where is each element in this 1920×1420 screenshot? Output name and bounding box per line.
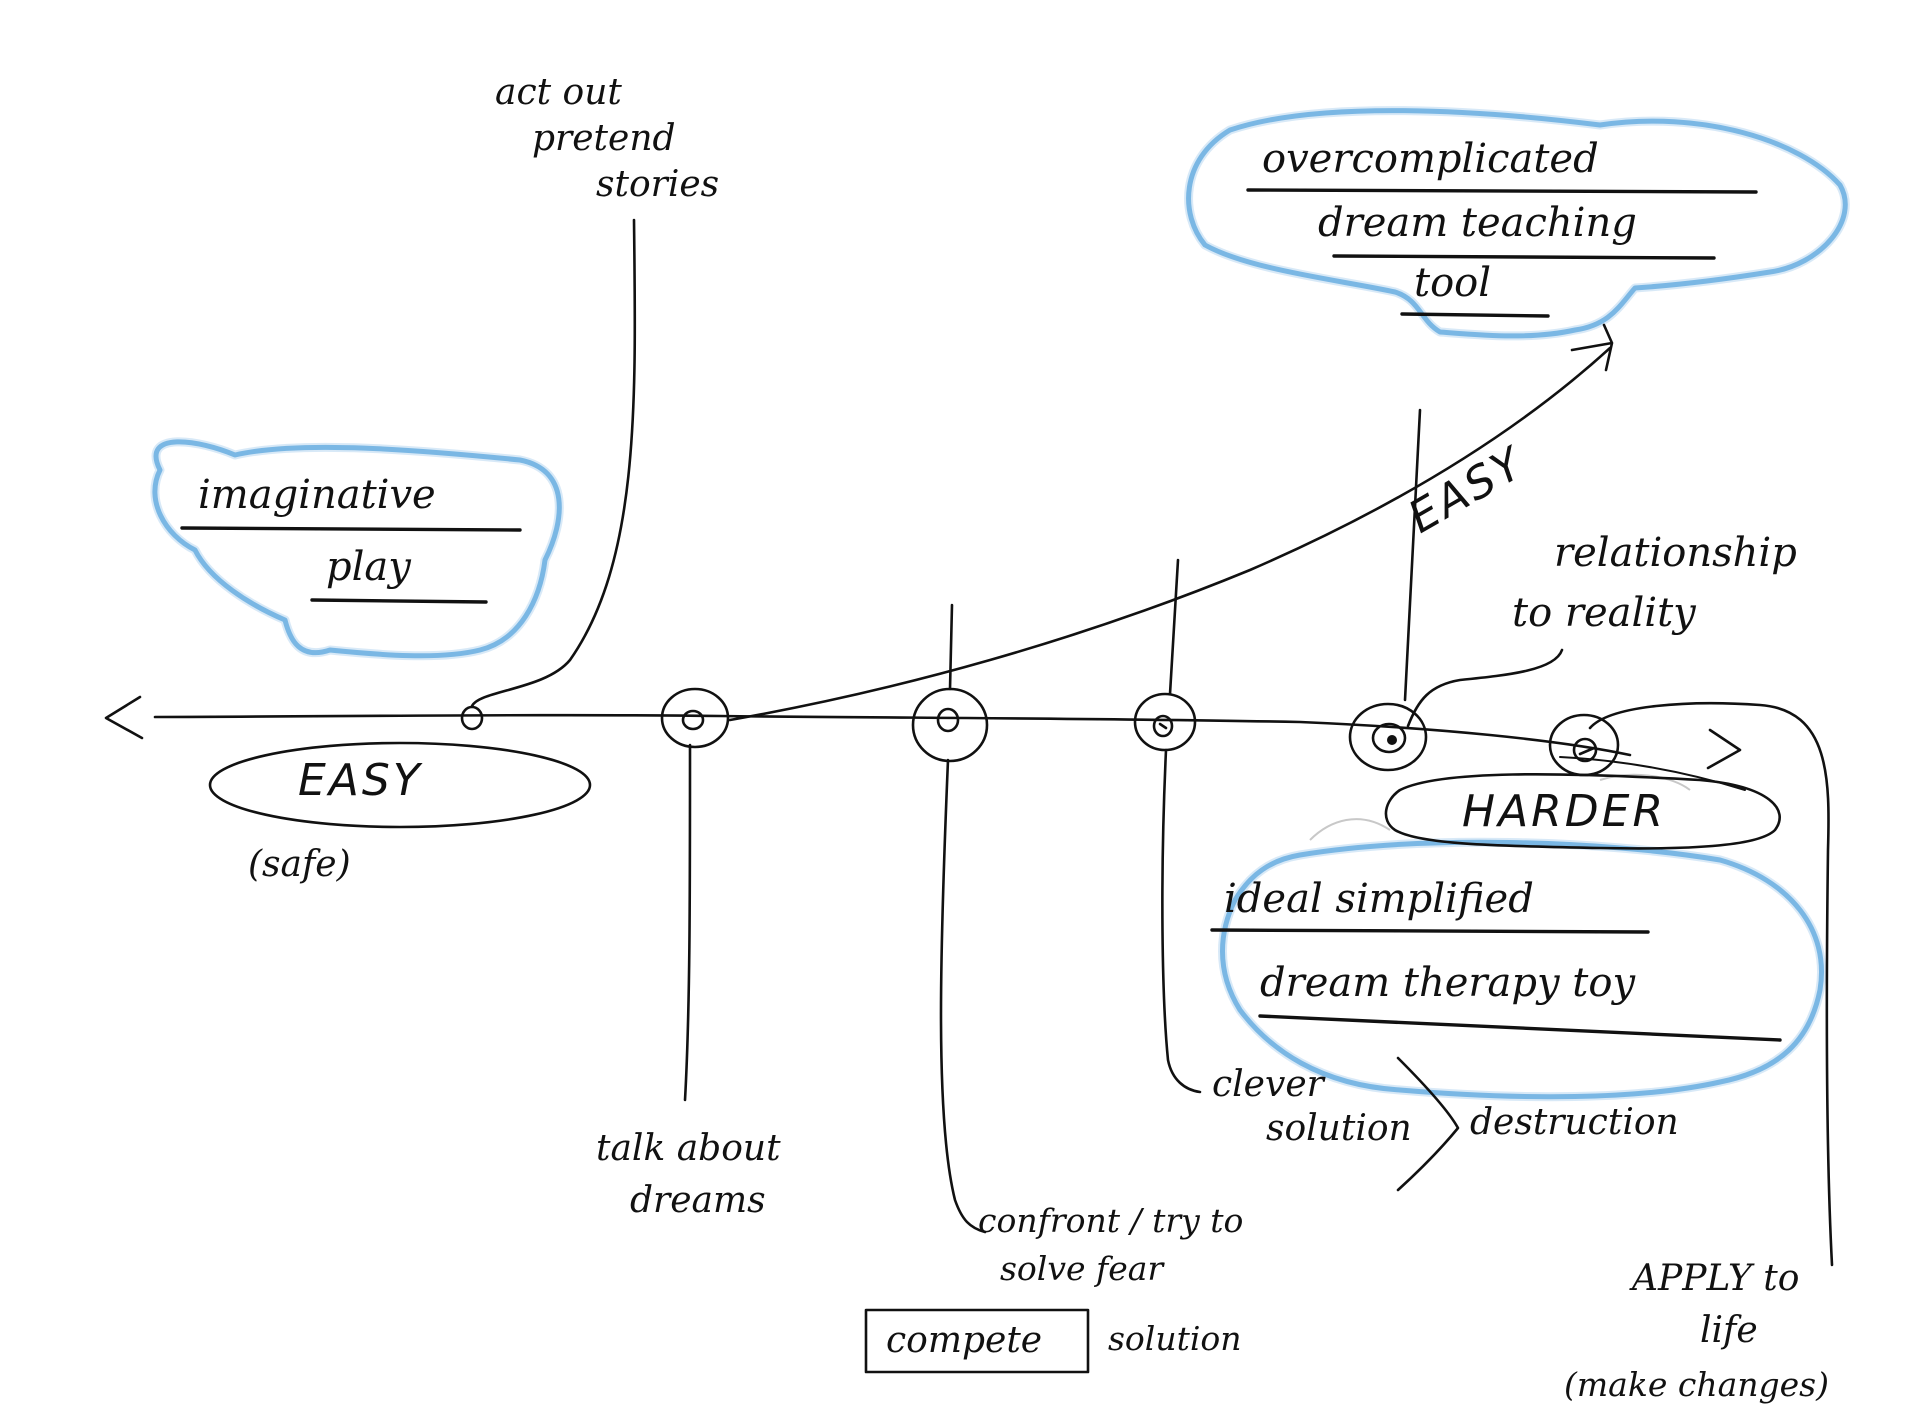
talk-line-1: talk about bbox=[596, 1128, 781, 1169]
connector-ideal-up bbox=[1403, 408, 1422, 702]
easy-outline bbox=[208, 741, 592, 829]
connector-confront bbox=[939, 758, 987, 1234]
confront-line-1: confront / try to bbox=[978, 1201, 1243, 1240]
relationship-line-1: relationship bbox=[1554, 530, 1797, 576]
rising-arrowhead bbox=[1570, 323, 1614, 372]
clever-line-1: clever bbox=[1212, 1064, 1326, 1105]
overcomplicated-underline-1 bbox=[1246, 188, 1758, 194]
clever-line-2: solution bbox=[1266, 1108, 1412, 1149]
right-arrowhead bbox=[1706, 728, 1742, 770]
overcomplicated-underline-3 bbox=[1400, 312, 1550, 318]
clever-bracket bbox=[1396, 1056, 1460, 1192]
connector-clever bbox=[1161, 748, 1202, 1094]
destruction-label: destruction bbox=[1470, 1102, 1679, 1143]
imaginative-line-2: play bbox=[326, 544, 412, 590]
act-out-line-1: act out bbox=[495, 72, 622, 113]
scale-point-6 bbox=[1548, 713, 1620, 777]
left-arrowhead bbox=[104, 695, 144, 740]
harder-label: HARDER bbox=[1462, 786, 1666, 837]
connector-confront-up bbox=[948, 603, 954, 691]
compete-suffix: solution bbox=[1108, 1319, 1242, 1358]
connector-apply bbox=[1588, 701, 1834, 1267]
act-out-line-2: pretend bbox=[532, 118, 676, 159]
compete-label: compete bbox=[886, 1320, 1042, 1361]
arrow-easy-label: EASY bbox=[1400, 437, 1534, 544]
ideal-underline-2 bbox=[1258, 1014, 1782, 1042]
harder-outline bbox=[1384, 772, 1781, 850]
ideal-underline-1 bbox=[1210, 928, 1650, 934]
scale-point-5 bbox=[1348, 702, 1428, 772]
overcomplicated-line-2: dream teaching bbox=[1318, 200, 1637, 246]
relationship-line-2: to reality bbox=[1512, 590, 1697, 636]
connector-relationship bbox=[1406, 648, 1564, 728]
connector-clever-up bbox=[1168, 558, 1180, 696]
connector-act-out bbox=[470, 218, 637, 708]
scale-point-4 bbox=[1133, 692, 1197, 752]
apply-line-3: (make changes) bbox=[1564, 1365, 1829, 1404]
confront-line-2: solve fear bbox=[1000, 1249, 1165, 1288]
ideal-line-2: dream therapy toy bbox=[1260, 960, 1636, 1006]
imaginative-underline-2 bbox=[310, 598, 488, 604]
overcomplicated-underline-2 bbox=[1332, 254, 1716, 260]
cloud-ideal-line bbox=[1220, 839, 1824, 1100]
overcomplicated-line-1: overcomplicated bbox=[1262, 136, 1599, 182]
rising-arrow bbox=[728, 346, 1612, 722]
ideal-line-1: ideal simplified bbox=[1224, 876, 1534, 922]
scale-axis bbox=[153, 713, 1632, 757]
cloud-imaginative-play-line bbox=[152, 439, 562, 659]
cloud-overcomplicated-line bbox=[1186, 108, 1848, 339]
act-out-line-3: stories bbox=[596, 164, 719, 205]
scale-point-1 bbox=[460, 705, 484, 731]
talk-line-2: dreams bbox=[630, 1180, 766, 1221]
imaginative-line-1: imaginative bbox=[198, 472, 436, 518]
easy-note: (safe) bbox=[248, 844, 351, 885]
easy-label: EASY bbox=[298, 755, 423, 806]
imaginative-underline-1 bbox=[180, 526, 522, 532]
scale-point-3 bbox=[911, 687, 989, 763]
pencil-mark bbox=[1309, 818, 1391, 841]
apply-line-2: life bbox=[1700, 1310, 1758, 1351]
compete-box bbox=[864, 1308, 1090, 1374]
apply-line-1: APPLY to bbox=[1629, 1258, 1799, 1299]
pencil-mark-2 bbox=[1599, 773, 1691, 791]
overcomplicated-line-3: tool bbox=[1414, 260, 1491, 306]
scale-point-2 bbox=[660, 687, 730, 749]
connector-talk bbox=[683, 743, 692, 1102]
